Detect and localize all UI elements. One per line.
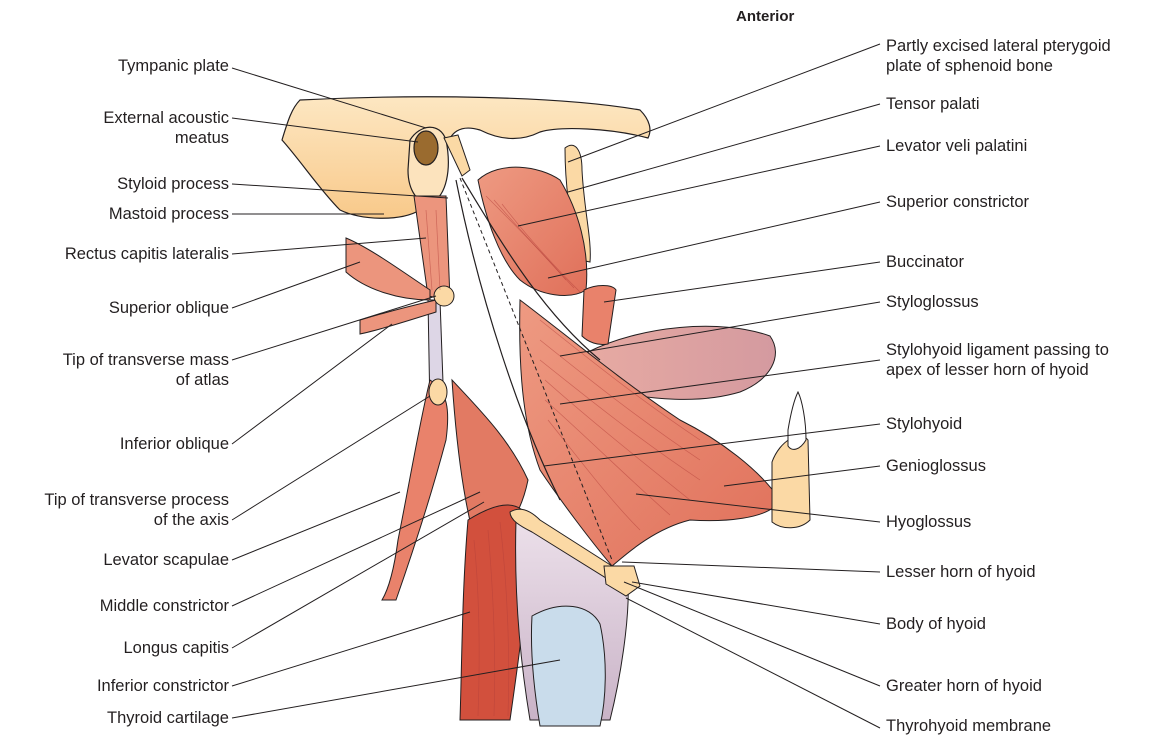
- label-inferior-constrictor: Inferior constrictor: [97, 676, 229, 696]
- label-levator-scapulae: Levator scapulae: [103, 550, 229, 570]
- label-greater-horn-hyoid: Greater horn of hyoid: [886, 676, 1042, 696]
- label-body-hyoid: Body of hyoid: [886, 614, 986, 634]
- tooth-shape: [788, 392, 806, 449]
- atlas-tip-marker: [434, 286, 454, 306]
- superior-oblique-shape: [346, 238, 430, 300]
- label-rectus-capitis-lateralis: Rectus capitis lateralis: [65, 244, 229, 264]
- label-tip-transverse-process-axis: Tip of transverse process of the axis: [44, 490, 229, 530]
- axis-tip-marker: [429, 379, 447, 405]
- label-genioglossus: Genioglossus: [886, 456, 986, 476]
- mandible-piece: [772, 436, 810, 528]
- label-stylohyoid: Stylohyoid: [886, 414, 962, 434]
- external-acoustic-meatus-shape: [414, 131, 438, 165]
- label-levator-veli-palatini: Levator veli palatini: [886, 136, 1027, 156]
- label-mastoid-process: Mastoid process: [109, 204, 229, 224]
- label-tympanic-plate: Tympanic plate: [118, 56, 229, 76]
- label-inferior-oblique: Inferior oblique: [120, 434, 229, 454]
- thyroid-cartilage-shape: [531, 606, 605, 726]
- label-tip-transverse-mass-atlas: Tip of transverse mass of atlas: [63, 350, 229, 390]
- label-thyrohyoid-membrane: Thyrohyoid membrane: [886, 716, 1051, 736]
- label-buccinator: Buccinator: [886, 252, 964, 272]
- orientation-heading: Anterior: [736, 8, 794, 25]
- label-middle-constrictor: Middle constrictor: [100, 596, 229, 616]
- inferior-oblique-shape: [360, 300, 436, 334]
- label-superior-constrictor: Superior constrictor: [886, 192, 1029, 212]
- label-styloglossus: Styloglossus: [886, 292, 979, 312]
- label-styloid-process: Styloid process: [117, 174, 229, 194]
- label-stylohyoid-ligament: Stylohyoid ligament passing to apex of l…: [886, 340, 1109, 380]
- levator-scapulae-shape: [382, 380, 448, 600]
- label-thyroid-cartilage: Thyroid cartilage: [107, 708, 229, 728]
- label-hyoglossus: Hyoglossus: [886, 512, 971, 532]
- label-lateral-pterygoid-plate: Partly excised lateral pterygoid plate o…: [886, 36, 1111, 76]
- label-superior-oblique: Superior oblique: [109, 298, 229, 318]
- label-lesser-horn-hyoid: Lesser horn of hyoid: [886, 562, 1036, 582]
- label-tensor-palati: Tensor palati: [886, 94, 980, 114]
- label-external-acoustic-meatus: External acoustic meatus: [103, 108, 229, 148]
- label-longus-capitis: Longus capitis: [124, 638, 230, 658]
- buccinator-shape: [582, 286, 616, 345]
